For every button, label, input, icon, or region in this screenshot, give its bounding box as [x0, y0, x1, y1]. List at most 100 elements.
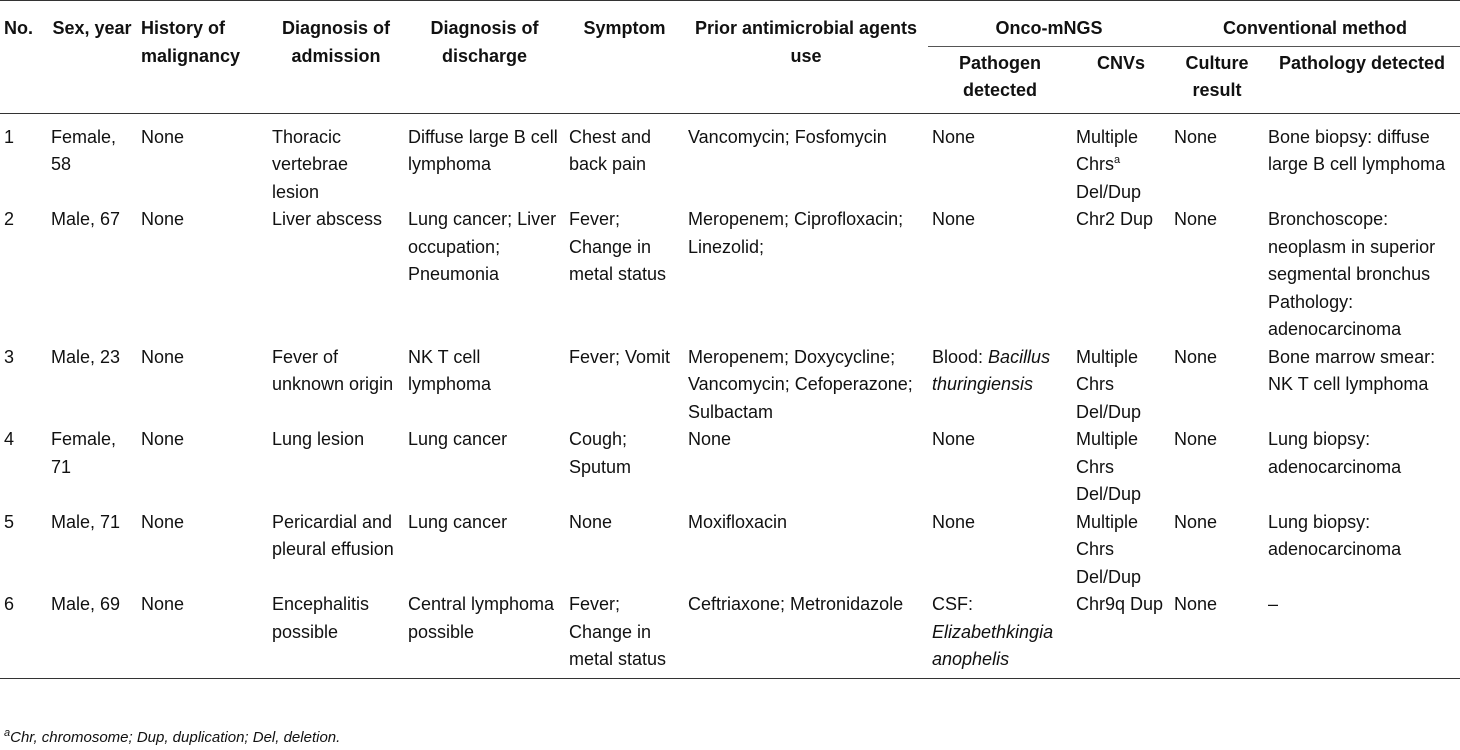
patient-table: No. Sex, year History of malignancy Diag… — [0, 0, 1460, 679]
cell-history: None — [137, 591, 268, 679]
cell-pathology: – — [1264, 591, 1460, 679]
cell-diag-discharge: Lung cancer; Liver occupation; Pneumonia — [408, 209, 557, 284]
cell-pathology: Bone marrow smear: NK T cell lymphoma — [1268, 346, 1436, 395]
pathogen-name: None — [932, 429, 976, 449]
header-diag-admission: Diagnosis of admission — [268, 0, 404, 114]
cnvs-text: Multiple Chrs Del/Dup — [1076, 511, 1142, 587]
cell-pathogen: CSF: Elizabethkingia anophelis — [928, 591, 1072, 679]
cell-cnvs: Multiple Chrs Del/Dup — [1072, 509, 1170, 592]
cell-prior-agents: Meropenem; Ciprofloxacin; Linezolid; — [688, 209, 904, 257]
cell-symptom: Fever; Vomit — [569, 346, 671, 367]
cell-diag-discharge: Diffuse large B cell lymphoma — [408, 126, 558, 175]
cell-no: 5 — [4, 511, 15, 532]
cell-culture: None — [1174, 511, 1218, 532]
header-diag-discharge: Diagnosis of discharge — [404, 0, 565, 114]
table-footnote: aChr, chromosome; Dup, duplication; Del,… — [4, 727, 340, 747]
pathogen-name: None — [932, 126, 976, 147]
cell-diag-admission: Lung lesion — [272, 429, 365, 449]
cell-diag-discharge: Central lymphoma possible — [404, 591, 565, 679]
cell-sex-year: Male, 69 — [47, 591, 137, 679]
cell-culture: None — [1174, 209, 1218, 229]
cell-diag-discharge: NK T cell lymphoma — [408, 346, 492, 395]
pathogen-source: CSF: — [932, 594, 974, 614]
cell-diag-discharge: Lung cancer — [408, 511, 508, 532]
cnvs-text-rest: Del/Dup — [1076, 181, 1142, 202]
cell-pathology: Bronchoscope: neoplasm in superior segme… — [1268, 209, 1436, 339]
cell-culture: None — [1174, 126, 1218, 147]
cnvs-text: Multiple Chrs Del/Dup — [1076, 429, 1142, 504]
cell-pathogen: None — [928, 113, 1072, 206]
header-history: History of malignancy — [137, 0, 268, 114]
header-culture: Culture result — [1170, 45, 1265, 114]
cell-symptom: None — [569, 511, 613, 532]
cell-prior-agents: Ceftriaxone; Metronidazole — [684, 591, 928, 679]
cell-sex-year: Female, 71 — [51, 429, 117, 477]
cnvs-text: Chr9q Dup — [1076, 594, 1164, 614]
cell-symptom: Fever; Change in metal status — [565, 591, 684, 679]
cnvs-text: Multiple Chrs Del/Dup — [1076, 346, 1142, 422]
cell-diag-admission: Encephalitis possible — [268, 591, 404, 679]
cell-prior-agents: Vancomycin; Fosfomycin — [688, 126, 887, 147]
header-onco-mngs: Onco-mNGS — [928, 0, 1171, 46]
footnote-marker: a — [4, 727, 11, 739]
header-pathogen: Pathogen detected — [928, 45, 1072, 114]
cell-history: None — [141, 126, 185, 147]
cell-prior-agents: Moxifloxacin — [688, 511, 788, 532]
cell-no: 2 — [4, 209, 15, 229]
cell-diag-admission: Thoracic vertebrae lesion — [272, 126, 349, 202]
pathogen-name: Elizabethkingia anophelis — [932, 621, 1054, 670]
cell-diag-admission: Pericardial and pleural effusion — [272, 511, 394, 560]
cell-prior-agents: None — [688, 429, 732, 449]
header-sex-year: Sex, year — [47, 0, 137, 114]
cnvs-text: Multiple Chrs — [1076, 126, 1139, 175]
header-no: No. — [0, 0, 47, 114]
cnvs-footnote-marker: a — [1114, 154, 1121, 166]
table-row: 2 Male, 67 None Liver abscess Lung cancer; L… — [0, 206, 1460, 344]
cell-pathogen: None — [928, 426, 1072, 509]
cell-culture: None — [1170, 591, 1265, 679]
table-row: 5 Male, 71 None Pericardial and pleural eff… — [0, 509, 1460, 592]
cell-no: 3 — [4, 346, 15, 367]
cell-history: None — [141, 429, 185, 449]
cell-pathology: Lung biopsy: adenocarcinoma — [1268, 429, 1402, 477]
cell-prior-agents: Meropenem; Doxycycline; Vancomycin; Cefo… — [688, 346, 913, 422]
cell-history: None — [141, 346, 185, 367]
pathogen-name: None — [932, 511, 976, 532]
cnvs-text: Chr2 Dup — [1076, 209, 1154, 229]
cell-symptom: Cough; Sputum — [569, 429, 632, 477]
cell-pathogen: Blood: Bacillus thuringiensis — [928, 344, 1072, 427]
cell-sex-year: Male, 71 — [51, 511, 121, 532]
cell-pathology: Bone biopsy: diffuse large B cell lympho… — [1268, 126, 1446, 175]
table-row: 4 Female, 71 None Lung lesion Lung cancer Cou… — [0, 426, 1460, 509]
cell-no: 4 — [4, 429, 15, 449]
cell-pathology: Lung biopsy: adenocarcinoma — [1268, 511, 1402, 560]
header-conventional-method: Conventional method — [1170, 0, 1460, 46]
cell-diag-admission: Liver abscess — [272, 209, 383, 229]
cell-pathogen: None — [928, 206, 1072, 344]
cell-cnvs: Chr9q Dup — [1072, 591, 1171, 679]
cell-culture: None — [1174, 429, 1218, 449]
pathogen-name: Bacillus thuringiensis — [932, 346, 1051, 395]
header-prior-agents: Prior antimicrobial agents use — [684, 0, 928, 114]
cell-cnvs: Multiple Chrsa Del/Dup — [1072, 113, 1170, 206]
cell-sex-year: Male, 67 — [51, 209, 121, 229]
cell-symptom: Chest and back pain — [569, 126, 652, 175]
cell-history: None — [141, 209, 185, 229]
cell-no: 1 — [4, 126, 15, 147]
pathogen-name: None — [932, 209, 976, 229]
cell-pathogen: None — [928, 509, 1072, 592]
header-pathology: Pathology detected — [1264, 45, 1460, 114]
cell-diag-admission: Fever of unknown origin — [272, 346, 394, 395]
cell-culture: None — [1174, 346, 1218, 367]
cell-cnvs: Multiple Chrs Del/Dup — [1072, 344, 1170, 427]
header-symptom: Symptom — [565, 0, 684, 114]
cell-diag-discharge: Lung cancer — [408, 429, 508, 449]
cell-cnvs: Multiple Chrs Del/Dup — [1072, 426, 1170, 509]
cell-cnvs: Chr2 Dup — [1072, 206, 1170, 344]
cell-no: 6 — [0, 591, 47, 679]
header-cnvs: CNVs — [1072, 45, 1171, 114]
